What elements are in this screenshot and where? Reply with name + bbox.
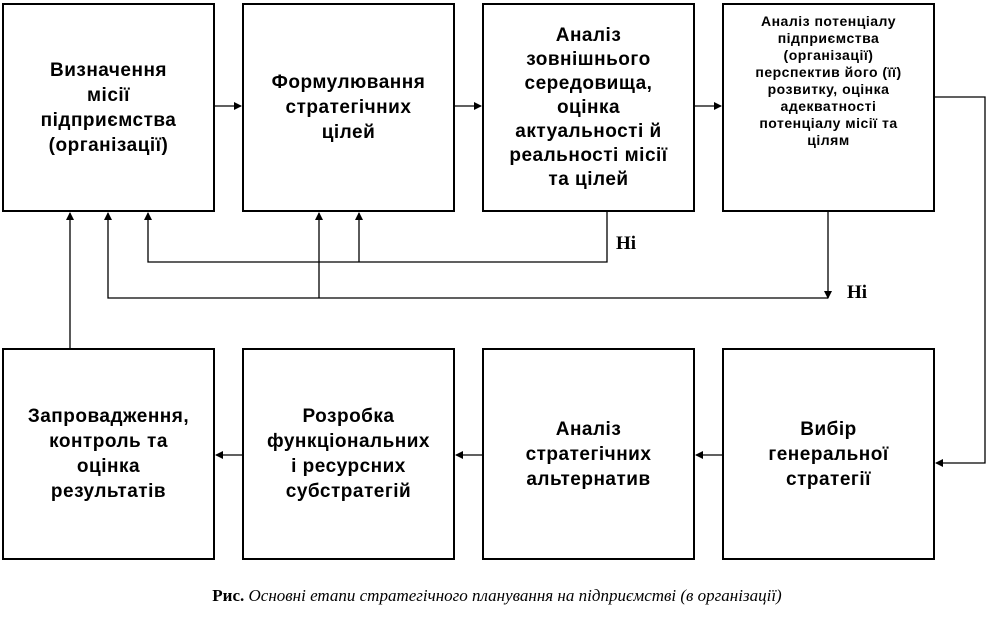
- feedback-line-1: [144, 212, 608, 263]
- caption-text: Основні етапи стратегічного планування н…: [248, 586, 782, 605]
- feedback-line-2: [104, 212, 828, 299]
- figure-caption: Рис. Основні етапи стратегічного планува…: [0, 586, 994, 606]
- label-no-2: Ні: [847, 282, 868, 303]
- box-substrategies: Розробка функціональних і ресурсних субс…: [242, 348, 455, 560]
- label-no-1: Ні: [616, 233, 637, 254]
- box-implementation-control: Запровадження, контроль та оцінка резуль…: [2, 348, 215, 560]
- arrow-potential-to-strategy: [935, 96, 986, 467]
- box-general-strategy: Вибір генеральної стратегії: [722, 348, 935, 560]
- box-alternatives-analysis: Аналіз стратегічних альтернатив: [482, 348, 695, 560]
- box-environment-analysis: Аналіз зовнішнього середовища, оцінка ак…: [482, 3, 695, 212]
- box-potential-analysis: Аналіз потенціалу підприємства (організа…: [722, 3, 935, 212]
- box-strategic-goals: Формулювання стратегічних цілей: [242, 3, 455, 212]
- caption-prefix: Рис.: [212, 586, 245, 605]
- box-mission-definition: Визначення місії підприємства (організац…: [2, 3, 215, 212]
